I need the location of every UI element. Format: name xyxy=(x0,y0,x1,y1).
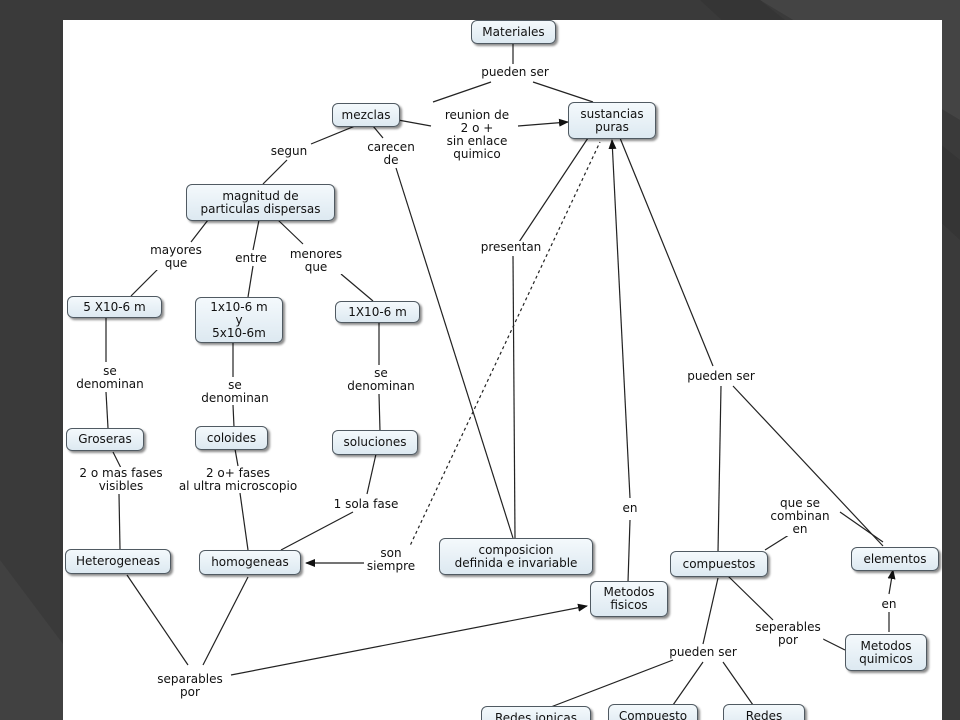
link-una-fase: 1 sola fase xyxy=(331,497,401,511)
link-en-elementos: en xyxy=(879,597,899,611)
link-pueden-ser-compuestos: pueden ser xyxy=(667,645,739,659)
link-pueden-ser-materiales: pueden ser xyxy=(479,65,551,79)
node-groseras[interactable]: Groseras xyxy=(66,428,144,451)
link-se-denominan-coloides: se denominan xyxy=(199,378,271,405)
node-compuestos[interactable]: compuestos xyxy=(670,551,768,577)
node-metodos-fisicos[interactable]: Metodos fisicos xyxy=(590,581,668,617)
link-segun: segun xyxy=(268,144,310,158)
link-carecen-de: carecen de xyxy=(365,140,417,167)
concept-map-panel: Materiales mezclas sustancias puras magn… xyxy=(63,20,942,720)
link-que-se-combinan: que se combinan en xyxy=(768,496,832,536)
link-reunion: reunion de 2 o + sin enlace quimico xyxy=(442,108,512,161)
link-pueden-ser-sustancias: pueden ser xyxy=(685,369,757,383)
link-se-denominan-soluciones: se denominan xyxy=(345,366,417,393)
node-redes-ionicas[interactable]: Redes ionicas xyxy=(481,706,591,720)
node-coloides[interactable]: coloides xyxy=(195,426,268,450)
link-mayores-que: mayores que xyxy=(148,243,204,270)
node-materiales[interactable]: Materiales xyxy=(471,20,556,44)
link-presentan: presentan xyxy=(478,240,544,254)
link-fases-visibles: 2 o mas fases visibles xyxy=(77,466,165,493)
node-menor-1x10-6[interactable]: 1X10-6 m xyxy=(335,301,420,323)
node-soluciones[interactable]: soluciones xyxy=(332,430,418,455)
link-menores-que: menores que xyxy=(287,247,345,274)
node-mayor-5x10-6[interactable]: 5 X10-6 m xyxy=(67,296,162,318)
link-entre: entre xyxy=(233,251,269,265)
node-homogeneas[interactable]: homogeneas xyxy=(199,550,301,575)
link-seperables-por: seperables por xyxy=(753,620,823,647)
connector-lines xyxy=(105,44,896,711)
link-se-denominan-groseras: se denominan xyxy=(74,364,146,391)
node-composicion[interactable]: composicion definida e invariable xyxy=(439,538,593,575)
node-metodos-quimicos[interactable]: Metodos quimicos xyxy=(845,634,927,671)
node-elementos[interactable]: elementos xyxy=(851,547,939,571)
node-heterogeneas[interactable]: Heterogeneas xyxy=(65,549,171,574)
link-en-metodos-fisicos: en xyxy=(620,501,640,515)
node-sustancias-puras[interactable]: sustancias puras xyxy=(568,102,656,139)
node-entre-rango[interactable]: 1x10-6 m y 5x10-6m xyxy=(195,297,283,343)
node-redes[interactable]: Redes xyxy=(723,704,805,720)
link-fases-ultra: 2 o+ fases al ultra microscopio xyxy=(176,466,300,493)
node-compuesto[interactable]: Compuesto xyxy=(608,704,698,720)
link-son-siempre: son siempre xyxy=(364,546,418,573)
node-magnitud[interactable]: magnitud de particulas dispersas xyxy=(186,184,335,221)
node-mezclas[interactable]: mezclas xyxy=(332,103,400,127)
link-separables-por: separables por xyxy=(155,672,225,699)
